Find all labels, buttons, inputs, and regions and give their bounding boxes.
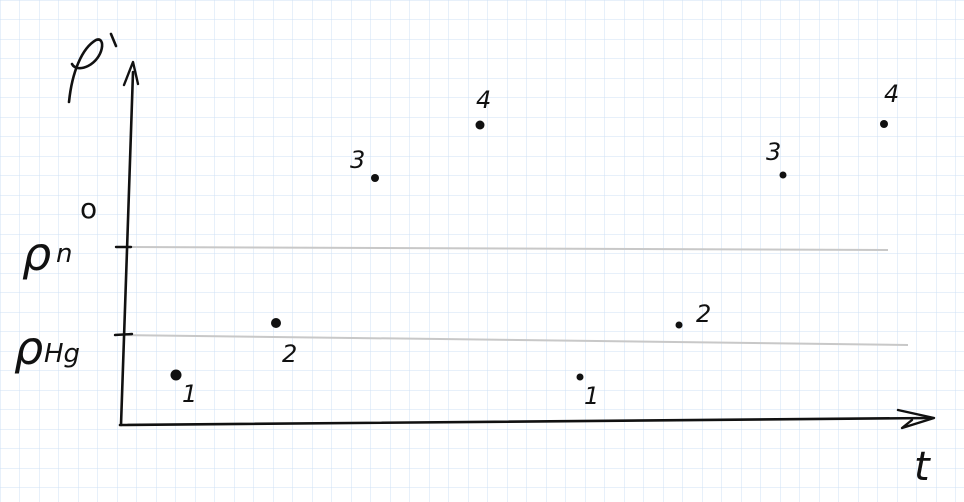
y-axis-label-rho-glyph [67,38,104,104]
label-rho-n-sub: n [56,239,72,269]
data-point: 4 [880,80,899,128]
label-rho-n: ρ n o [22,192,97,281]
label-rho-n-sup: o [80,192,97,225]
data-point: 3 [766,138,787,179]
reference-line-rho-hg [119,334,909,346]
x-axis [118,416,934,427]
data-point-dot [576,373,584,381]
data-point-dot [371,174,379,182]
data-point-dot [779,171,787,179]
tick-rho-hg [113,332,134,337]
y-axis-label-prime-glyph [109,32,118,48]
x-axis-arrowhead [896,408,936,430]
y-axis-arrowhead [122,60,140,87]
label-rho-n-base: ρ [22,227,51,281]
label-rho-hg-sub: Hg [44,339,80,369]
data-point-label: 3 [350,146,365,174]
data-point: 2 [675,300,711,329]
data-point-dot [675,321,683,329]
data-point-label: 2 [696,300,711,328]
data-point-dot [170,369,182,381]
x-axis-label: t [914,444,931,490]
data-point: 2 [271,318,297,368]
data-point: 4 [475,86,491,130]
data-point: 1 [170,369,197,408]
data-point-label: 4 [884,80,899,108]
data-point-dot [271,318,281,328]
data-point-label: 1 [584,382,599,410]
reference-line-rho-n [119,246,889,251]
data-point-label: 2 [282,340,297,368]
y-axis-label: ρ' [64,32,118,110]
data-point-label: 3 [766,138,781,166]
data-point-label: 4 [476,86,491,114]
data-point: 3 [350,146,379,182]
data-point-dot [475,120,485,130]
y-axis [119,70,135,427]
x-axis-label-text: t [914,444,931,490]
data-point-dot [880,120,888,128]
label-rho-hg: ρ Hg [14,321,80,375]
label-rho-hg-base: ρ [14,321,43,375]
data-point-label: 1 [182,380,197,408]
points-layer: 1 2 3 4 1 2 3 4 [170,80,899,410]
y-axis-label-text: ρ' [64,91,79,110]
data-point: 1 [576,373,599,410]
